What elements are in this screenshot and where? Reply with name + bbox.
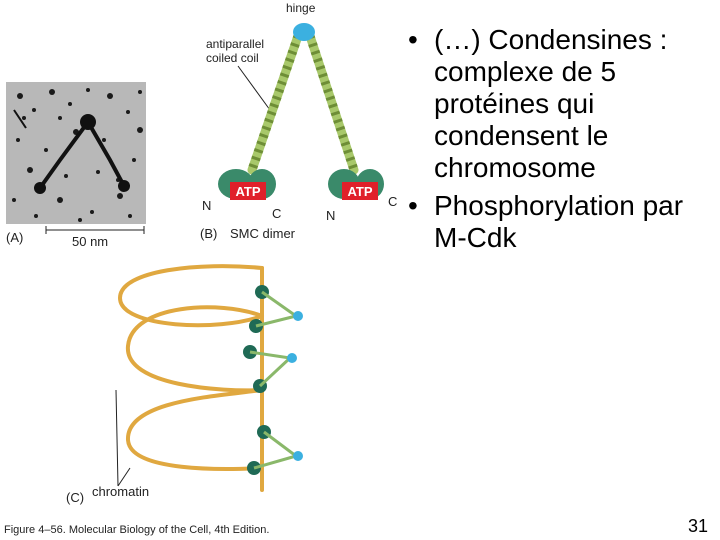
hinge-label: hinge: [286, 1, 316, 15]
chromatin-label: chromatin: [92, 484, 149, 499]
chromatin-pointer-1: [116, 390, 118, 486]
electron-micrograph: [6, 82, 146, 224]
smc-left-arm: [252, 36, 298, 170]
panel-b-label: (B): [200, 226, 217, 241]
c-right-label: C: [388, 194, 397, 209]
scale-label: 50 nm: [72, 234, 108, 249]
figure-caption: Figure 4–56. Molecular Biology of the Ce…: [4, 524, 269, 536]
hinge-domain: [293, 23, 315, 41]
bullet-marker: •: [408, 190, 418, 222]
coil-pointer: [238, 66, 270, 110]
smc-right-arm: [310, 36, 354, 170]
condensin-figure: (A) 50 nm hinge antiparallel coiled coil…: [0, 0, 400, 540]
panel-c-label: (C): [66, 490, 84, 505]
atp-right-label: ATP: [347, 184, 372, 199]
panel-a-label: (A): [6, 230, 23, 245]
n-left-label: N: [202, 198, 211, 213]
atp-left-label: ATP: [235, 184, 260, 199]
bullet-marker: •: [408, 24, 418, 56]
c-left-label: C: [272, 206, 281, 221]
coil-label-line2: coiled coil: [206, 51, 259, 65]
bullet-item: • (…) Condensines : complexe de 5 protéi…: [408, 24, 708, 184]
smc-label: SMC dimer: [230, 226, 296, 241]
chromatin-fiber: [120, 266, 262, 490]
bullet-text: (…) Condensines : complexe de 5 protéine…: [434, 24, 667, 183]
bullet-list: • (…) Condensines : complexe de 5 protéi…: [408, 24, 708, 260]
page-number: 31: [688, 516, 708, 537]
bullet-item: • Phosphorylation par M-Cdk: [408, 190, 708, 254]
bullet-text: Phosphorylation par M-Cdk: [434, 190, 683, 253]
coil-label-line1: antiparallel: [206, 37, 264, 51]
n-right-label: N: [326, 208, 335, 223]
